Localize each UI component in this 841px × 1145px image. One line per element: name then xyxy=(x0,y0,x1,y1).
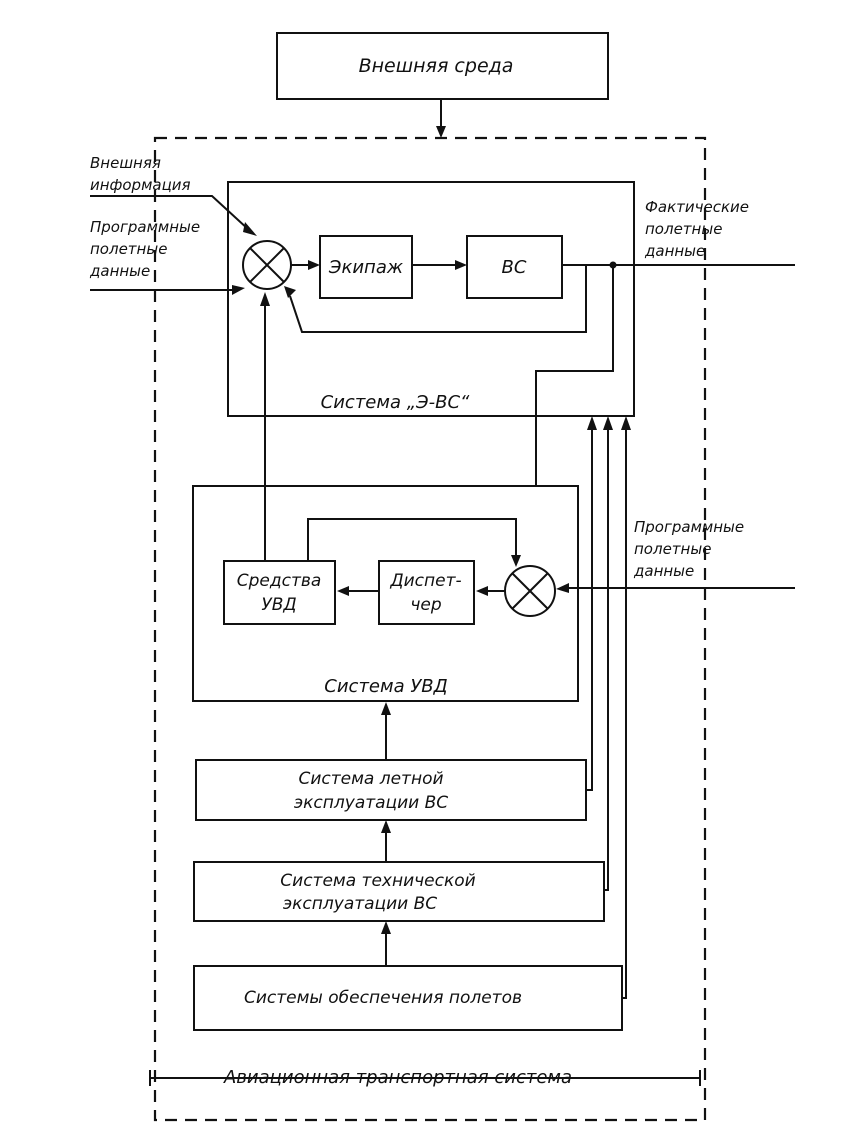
program-data-left-arrow xyxy=(232,285,245,295)
external-environment-block xyxy=(276,32,609,100)
external-info-label-1: Внешняя xyxy=(90,154,161,172)
external-info-label-2: информация xyxy=(90,176,191,194)
external-info-arrow xyxy=(243,222,257,236)
flight-ops-to-atc-arrow xyxy=(381,702,391,715)
feedback-loop-line xyxy=(289,265,587,333)
means-feedback-line xyxy=(307,518,517,561)
tech-ops-to-eac-arrow xyxy=(603,416,613,430)
crew-to-aircraft-arrow xyxy=(455,260,467,270)
flight-ops-label-2: эксплуатации ВС xyxy=(294,793,448,813)
dispatcher-to-means-arrow xyxy=(337,586,349,596)
tech-ops-block xyxy=(193,861,605,922)
dispatcher-block xyxy=(378,560,475,625)
actual-data-label-3: данные xyxy=(644,242,705,260)
atc-means-label-1: Средства xyxy=(237,571,322,591)
program-data-right-label-1: Программные xyxy=(634,518,744,536)
program-data-right-arrow xyxy=(556,583,569,593)
env-arrow-head xyxy=(436,126,446,138)
summing-junction-top xyxy=(242,240,292,290)
feedback-loop-arrow xyxy=(284,286,296,298)
aircraft-label: ВС xyxy=(502,257,527,278)
flight-ops-to-eac-line xyxy=(586,430,593,791)
aircraft-block xyxy=(466,235,563,299)
tech-ops-label-2: эксплуатации ВС xyxy=(283,894,437,914)
program-data-left-label-3: данные xyxy=(89,262,150,280)
system-crew-aircraft-block xyxy=(227,181,635,417)
external-environment-label: Внешняя среда xyxy=(359,55,514,77)
actual-data-to-atc-line xyxy=(535,265,614,552)
support-to-eac-arrow xyxy=(621,416,631,430)
dispatcher-label-2: чер xyxy=(410,595,442,615)
program-data-right-label-3: данные xyxy=(633,562,694,580)
support-to-eac-line xyxy=(622,430,627,999)
program-data-right-label-2: полетные xyxy=(634,540,711,558)
actual-data-label-1: Фактические xyxy=(645,198,749,216)
actual-data-label-2: полетные xyxy=(645,220,722,238)
system-atc-label: Система УВД xyxy=(324,676,447,697)
air-transport-system-boundary xyxy=(153,136,707,1122)
junction-to-crew-arrow xyxy=(308,260,320,270)
program-data-left-label-1: Программные xyxy=(90,218,200,236)
flight-support-label: Системы обеспечения полетов xyxy=(244,988,522,1008)
flight-ops-to-eac-arrow xyxy=(587,416,597,430)
junction-to-dispatcher-arrow xyxy=(476,586,488,596)
atc-means-label-2: УВД xyxy=(261,595,296,615)
summing-junction-atc xyxy=(504,565,556,617)
flight-support-block xyxy=(193,965,623,1031)
flight-ops-label-1: Система летной xyxy=(298,769,443,789)
crew-block xyxy=(319,235,413,299)
system-crew-aircraft-label: Система „Э-ВС“ xyxy=(321,392,470,413)
external-info-line xyxy=(90,195,250,231)
means-feedback-arrow xyxy=(511,555,521,567)
tech-ops-label-1: Система технической xyxy=(280,871,475,891)
dispatcher-label-1: Диспет- xyxy=(389,571,461,591)
atc-means-block xyxy=(223,560,336,625)
means-to-crew-junction-arrow xyxy=(260,292,270,306)
crew-label: Экипаж xyxy=(328,257,404,278)
flight-ops-block xyxy=(195,759,587,821)
tech-to-flight-ops-arrow xyxy=(381,820,391,833)
program-data-left-label-2: полетные xyxy=(90,240,167,258)
tech-ops-to-eac-line xyxy=(604,430,609,891)
support-to-tech-ops-arrow xyxy=(381,921,391,934)
